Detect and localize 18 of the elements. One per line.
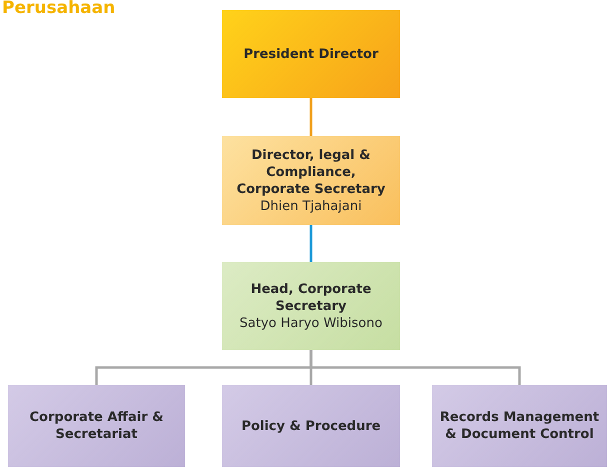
role-title: Head, Corporate Secretary [250,280,372,314]
org-box [222,10,400,98]
role-title: Corporate Affair & Secretariat [28,409,164,443]
connector-line [310,225,312,262]
role-title: Policy & Procedure [241,418,381,434]
org-box [222,262,400,350]
role-title: Records Management & Document Control [438,409,600,443]
org-box [432,385,607,467]
role-title: Director, legal & Compliance, Corporate Secretary [236,146,386,198]
person-name: Satyo Haryo Wibisono [240,314,382,332]
connector-line [310,98,312,136]
org-box [8,385,185,467]
person-name: Dhien Tjahajani [260,198,362,214]
connector-line [310,350,521,385]
page-title: Perusahaan [2,0,116,18]
org-box [222,385,400,467]
org-box [222,136,400,225]
role-title: President Director [244,46,378,62]
